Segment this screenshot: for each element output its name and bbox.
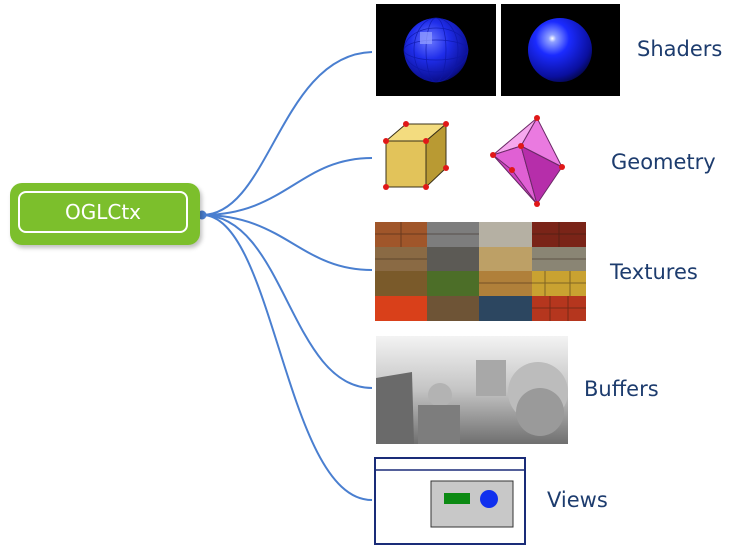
- connector-lines: [201, 51, 373, 501]
- connector-textures: [201, 214, 373, 271]
- branch-label-shaders[interactable]: Shaders: [637, 37, 723, 61]
- branch-label-buffers[interactable]: Buffers: [584, 377, 659, 401]
- views-image: [374, 457, 526, 545]
- connector-buffers: [201, 214, 373, 389]
- root-node-frame: [10, 183, 200, 245]
- smooth-shaded-sphere: [528, 18, 592, 82]
- branch-label-textures[interactable]: Textures: [610, 260, 698, 284]
- root-node[interactable]: OGLCtx: [10, 183, 200, 245]
- shaders-image: [376, 4, 620, 96]
- connector-geometry: [201, 157, 373, 216]
- branch-label-views[interactable]: Views: [547, 488, 608, 512]
- geometry-image: [383, 115, 565, 207]
- branch-label-geometry[interactable]: Geometry: [611, 150, 716, 174]
- root-node-label: OGLCtx: [18, 191, 188, 233]
- buffers-image: [376, 336, 568, 444]
- textures-image: [375, 222, 586, 321]
- connector-views: [201, 214, 373, 501]
- connector-shaders: [201, 51, 373, 216]
